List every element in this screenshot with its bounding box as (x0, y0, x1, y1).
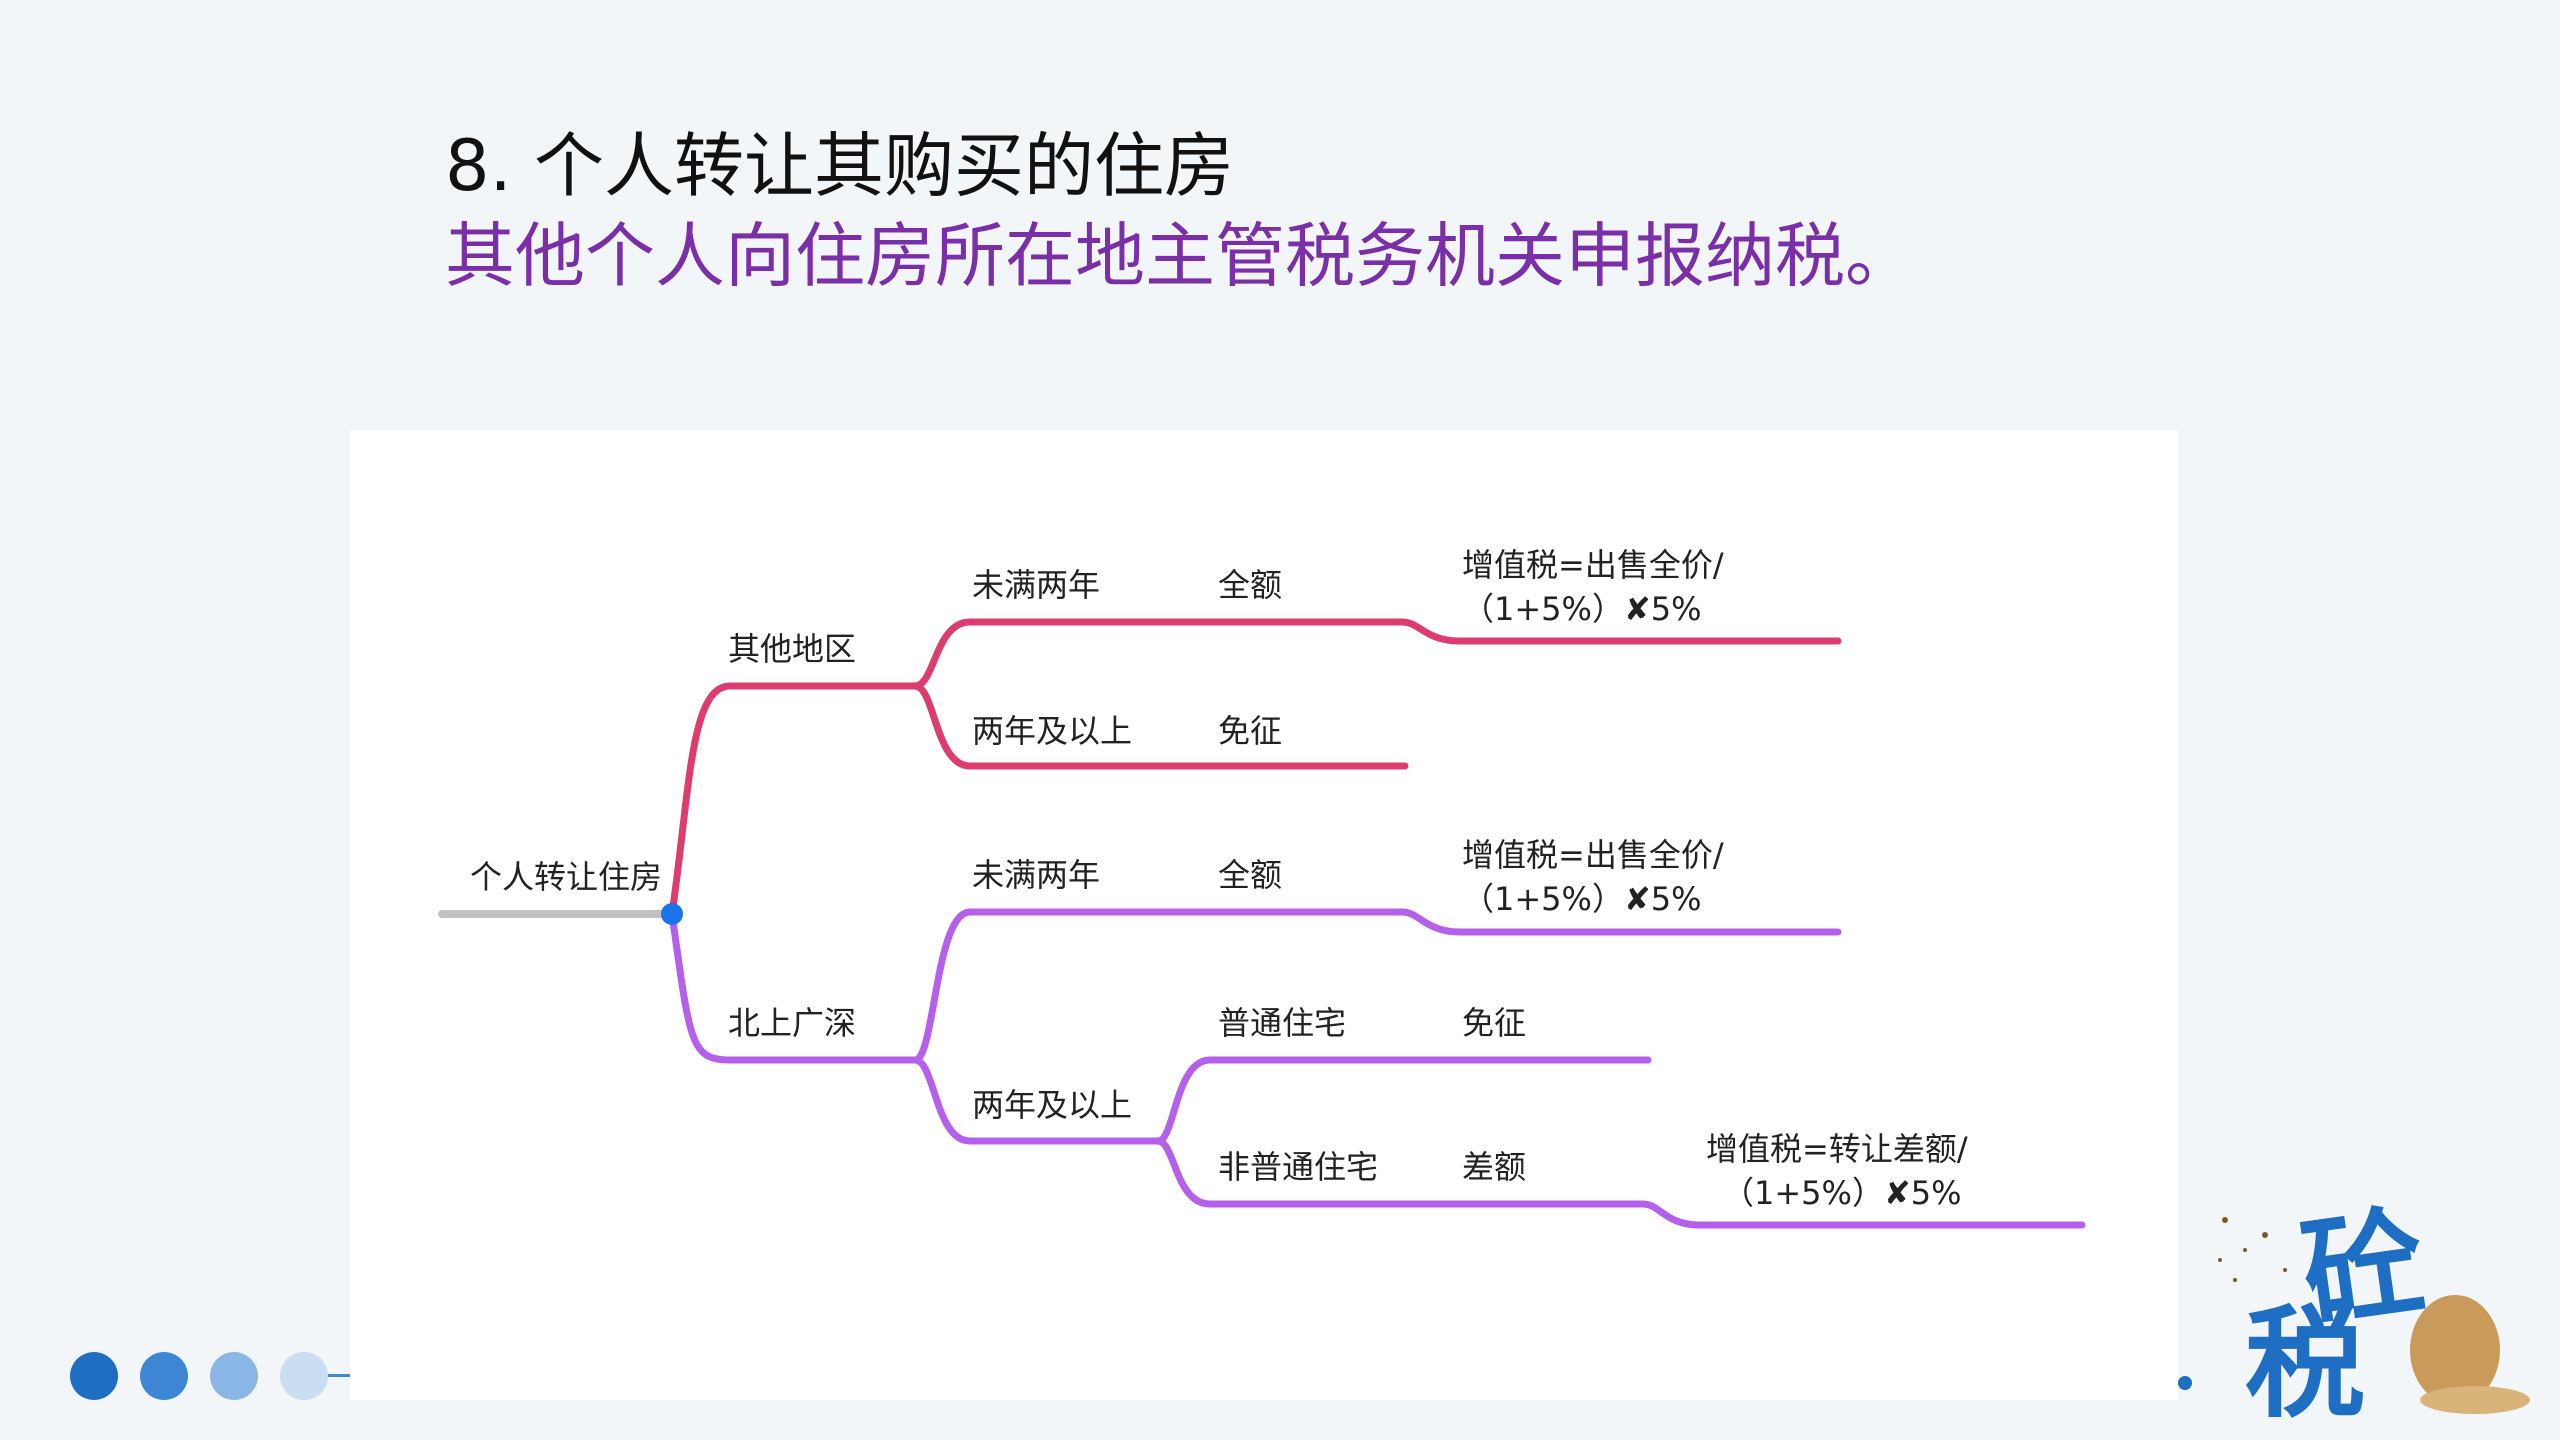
tax-logo-decoration: 砼 税 (2218, 1200, 2530, 1420)
sparkle-4 (2233, 1278, 2237, 1282)
sparkle-6 (2218, 1258, 2222, 1262)
other-under-two-formula-line1: 增值税=出售全价/ (1462, 546, 1724, 584)
other-under-two-method: 全额 (1218, 566, 1282, 604)
tier1-label: 北上广深 (728, 1004, 856, 1042)
other-two-plus-label: 两年及以上 (972, 712, 1132, 750)
tier1-non-ordinary-formula-line2: （1+5%）✘5% (1722, 1174, 1962, 1212)
tier1-ordinary-method: 免征 (1462, 1004, 1526, 1042)
tier1-branch (668, 908, 2086, 1229)
money-bag-icon (2410, 1295, 2500, 1405)
dot-dash (328, 1374, 350, 1377)
other-under-two-connector (911, 618, 1842, 690)
tier1-non-ordinary-formula-line1: 增值税=转让差额/ (1706, 1130, 1968, 1168)
tier1-connector (668, 910, 919, 1064)
mindmap-diagram: 个人转让住房 其他地区 未满两年 全额 增值税=出售全价/ （1+5%）✘5% … (438, 546, 2086, 1229)
sparkle-1 (2222, 1217, 2228, 1223)
tier1-under-two-method: 全额 (1218, 856, 1282, 894)
tier1-under-two-formula-line1: 增值税=出售全价/ (1462, 836, 1724, 874)
tier1-non-ordinary-method: 差额 (1462, 1148, 1526, 1186)
tier1-ordinary-label: 普通住宅 (1218, 1004, 1346, 1042)
tier1-non-ordinary-connector (1154, 1137, 2086, 1229)
mindmap-card: 个人转让住房 其他地区 未满两年 全额 增值税=出售全价/ （1+5%）✘5% … (350, 430, 2178, 1400)
dot-3 (210, 1352, 258, 1400)
dot-2 (140, 1352, 188, 1400)
slide-subtitle: 其他个人向住房所在地主管税务机关申报纳税。 (445, 215, 1915, 297)
sparkle-5 (2283, 1268, 2287, 1272)
tier1-two-plus-connector (911, 1056, 1162, 1145)
sparkle-2 (2243, 1248, 2247, 1252)
tier1-two-plus-label: 两年及以上 (972, 1086, 1132, 1124)
dot-1 (70, 1352, 118, 1400)
sparkle-marks (2218, 1217, 2287, 1282)
other-region-label: 其他地区 (728, 630, 856, 668)
other-region-branch (668, 618, 1842, 918)
slide-title: 8. 个人转让其购买的住房 (445, 125, 1235, 207)
tier1-non-ordinary-label: 非普通住宅 (1218, 1148, 1378, 1186)
other-under-two-label: 未满两年 (972, 566, 1100, 604)
logo-glyph-b: 税 (2245, 1295, 2365, 1420)
tier1-under-two-formula-line2: （1+5%）✘5% (1462, 880, 1702, 918)
sparkle-3 (2262, 1232, 2268, 1238)
coins-icon (2420, 1386, 2530, 1414)
tier1-under-two-label: 未满两年 (972, 856, 1100, 894)
root-node-dot (661, 903, 683, 925)
root-label: 个人转让住房 (470, 858, 662, 896)
tier1-under-two-connector (911, 908, 1842, 1064)
other-two-plus-connector (911, 682, 1409, 770)
tier1-ordinary-connector (1154, 1056, 1652, 1145)
dot-4 (280, 1352, 328, 1400)
other-region-connector (668, 682, 919, 918)
small-blue-dot (2178, 1376, 2192, 1390)
other-under-two-formula-line2: （1+5%）✘5% (1462, 590, 1702, 628)
logo-glyph-a: 砼 (2294, 1200, 2432, 1347)
other-two-plus-method: 免征 (1218, 712, 1282, 750)
